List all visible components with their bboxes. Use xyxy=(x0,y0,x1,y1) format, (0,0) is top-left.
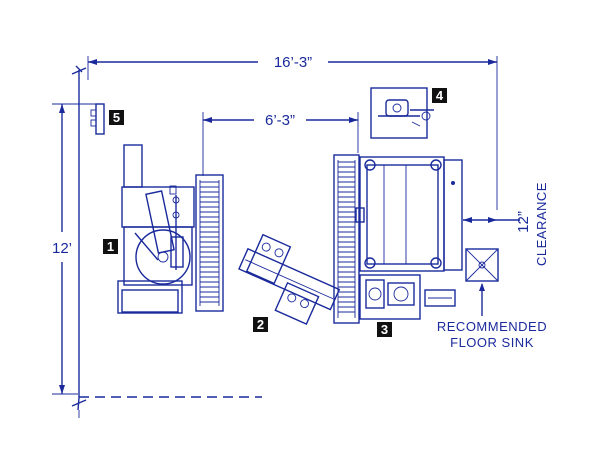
equipment-2 xyxy=(238,233,341,326)
tag-4-label: 4 xyxy=(436,88,444,103)
wall-line xyxy=(71,65,87,418)
floor-sink-note-line2: FLOOR SINK xyxy=(450,335,534,350)
room-depth-dimension: 12’ xyxy=(52,103,96,395)
tag-4: 4 xyxy=(432,88,447,103)
tag-1: 1 xyxy=(103,239,118,254)
floor-sink: RECOMMENDED FLOOR SINK xyxy=(437,248,547,350)
equipment-1 xyxy=(117,144,195,314)
tag-2: 2 xyxy=(253,317,268,332)
room-depth-label: 12’ xyxy=(52,240,72,257)
inner-width-dimension: 6’-3” xyxy=(202,112,359,176)
clearance-value-label: 12” xyxy=(515,211,532,233)
tag-5-label: 5 xyxy=(113,110,120,125)
overall-width-label: 16’-3” xyxy=(274,54,312,71)
clearance-label: CLEARANCE xyxy=(534,182,549,266)
tag-3-label: 3 xyxy=(381,322,388,337)
floor-sink-note-line1: RECOMMENDED xyxy=(437,319,547,334)
tag-3: 3 xyxy=(377,322,392,337)
tag-5: 5 xyxy=(109,110,124,125)
conveyor-left xyxy=(195,174,224,312)
clearance-dimension: 12” CLEARANCE xyxy=(463,182,549,266)
conveyor-right xyxy=(333,154,360,324)
equipment-3 xyxy=(355,156,463,320)
equipment-4-detail xyxy=(370,87,434,139)
tag-2-label: 2 xyxy=(257,317,264,332)
equipment-5-wall-bracket xyxy=(90,103,105,135)
tag-1-label: 1 xyxy=(107,239,114,254)
overall-width-dimension: 16’-3” xyxy=(87,54,498,210)
inner-width-label: 6’-3” xyxy=(265,112,295,129)
